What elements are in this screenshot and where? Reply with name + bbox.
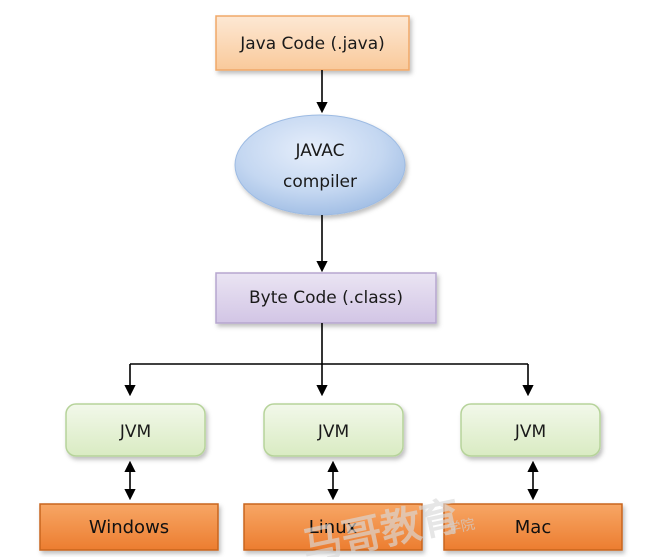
compiler-label-line1: JAVAC: [295, 141, 345, 161]
java-code-label: Java Code (.java): [239, 34, 385, 54]
platform-mac-node: Mac: [443, 503, 623, 551]
jvm-node-1: JVM: [65, 403, 206, 457]
jvm-node-3: JVM: [460, 403, 601, 457]
jvm-label-1: JVM: [119, 422, 151, 442]
platform-windows-label: Windows: [89, 517, 169, 538]
watermark-small-text: 学院: [446, 516, 477, 537]
byte-code-label: Byte Code (.class): [249, 288, 403, 308]
jvm-node-2: JVM: [263, 403, 404, 457]
platform-windows-node: Windows: [39, 503, 219, 551]
platform-mac-label: Mac: [515, 517, 551, 538]
java-code-node: Java Code (.java): [215, 15, 410, 71]
javac-compiler-node: JAVAC compiler: [234, 114, 406, 216]
jvm-label-3: JVM: [514, 422, 546, 442]
platform-linux-node: Linux: [243, 503, 423, 551]
byte-code-node: Byte Code (.class): [215, 272, 437, 324]
jvm-label-2: JVM: [317, 422, 349, 442]
platform-linux-label: Linux: [309, 517, 358, 538]
watermark-text: 马哥教育: [298, 493, 464, 557]
compiler-label-line2: compiler: [283, 172, 357, 192]
branch-connectors: [124, 323, 534, 397]
